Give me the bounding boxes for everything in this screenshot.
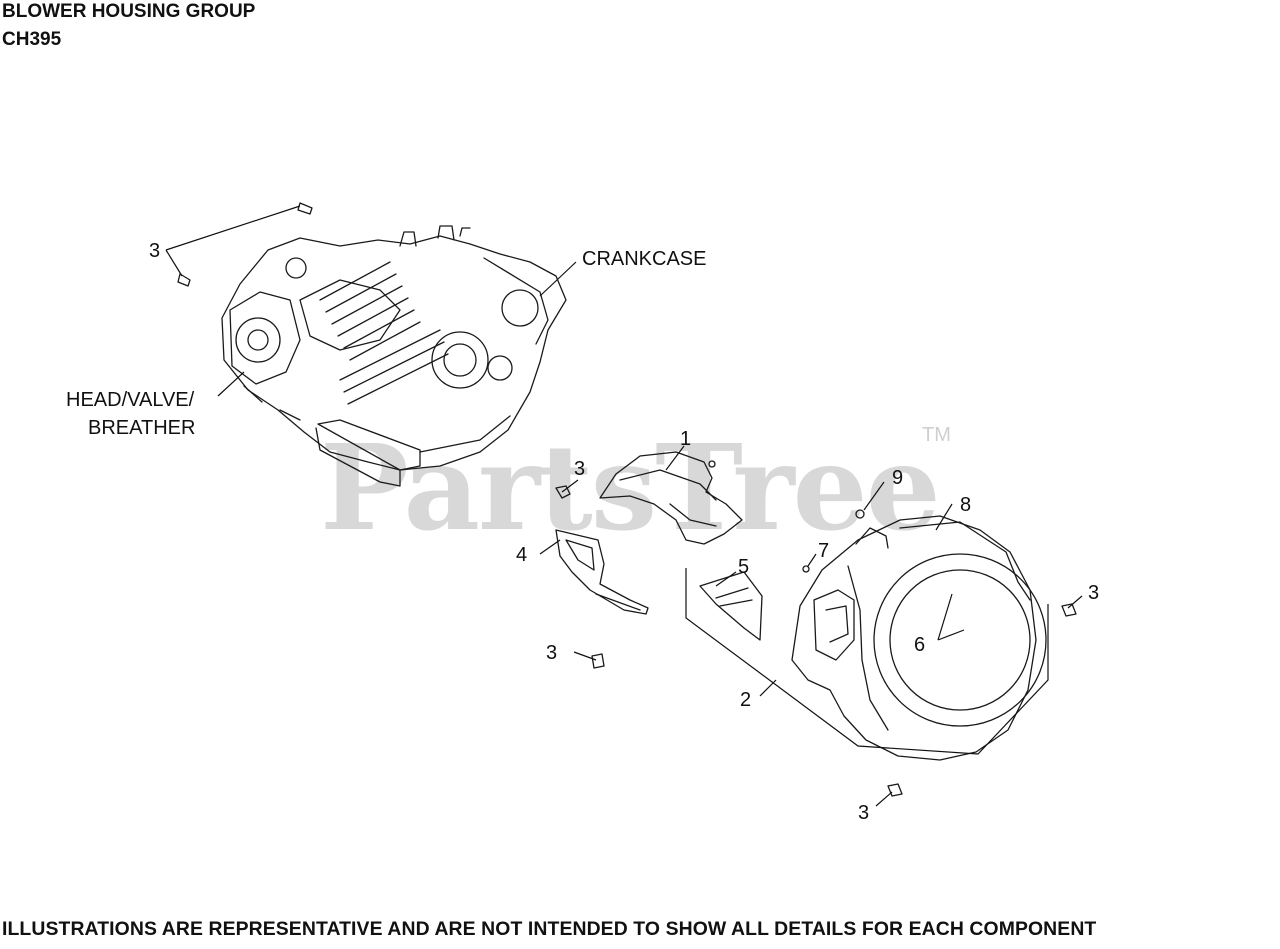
model-number: CH395 <box>2 29 62 50</box>
callout-9: 9 <box>892 467 904 489</box>
part-4-plate <box>555 529 649 615</box>
disclaimer-text: ILLUSTRATIONS ARE REPRESENTATIVE AND ARE… <box>2 918 1097 940</box>
callout-7: 7 <box>818 540 830 562</box>
callout-3-center: 3 <box>574 458 586 480</box>
watermark-tm: TM <box>922 424 951 446</box>
bolt-lower-left <box>591 653 605 669</box>
watermark: PartsTree <box>320 418 941 557</box>
bolt-right <box>1061 603 1077 617</box>
callout-3-right: 3 <box>1088 582 1100 604</box>
bolt-near-part-1 <box>555 485 571 499</box>
callout-3-top-left: 3 <box>149 240 161 262</box>
callout-1: 1 <box>680 428 692 450</box>
callout-6: 6 <box>914 634 926 656</box>
callout-4: 4 <box>516 544 528 566</box>
callout-8: 8 <box>960 494 972 516</box>
part-7-screw <box>802 565 810 573</box>
head-valve-label: HEAD/VALVE/ <box>66 389 195 411</box>
diagram-title: BLOWER HOUSING GROUP <box>2 1 256 22</box>
bolt-top-left <box>177 202 313 287</box>
engine-assembly <box>221 225 567 487</box>
callout-2: 2 <box>740 689 752 711</box>
crankcase-label: CRANKCASE <box>582 248 707 270</box>
callout-5: 5 <box>738 556 750 578</box>
callout-3-bottom: 3 <box>858 802 870 824</box>
part-9-nut <box>855 509 865 519</box>
part-1-baffle <box>599 451 743 545</box>
leader-lines <box>165 205 1083 807</box>
breather-label: BREATHER <box>88 417 196 439</box>
callout-3-lower-left: 3 <box>546 642 558 664</box>
part-5-baffle <box>699 571 763 641</box>
